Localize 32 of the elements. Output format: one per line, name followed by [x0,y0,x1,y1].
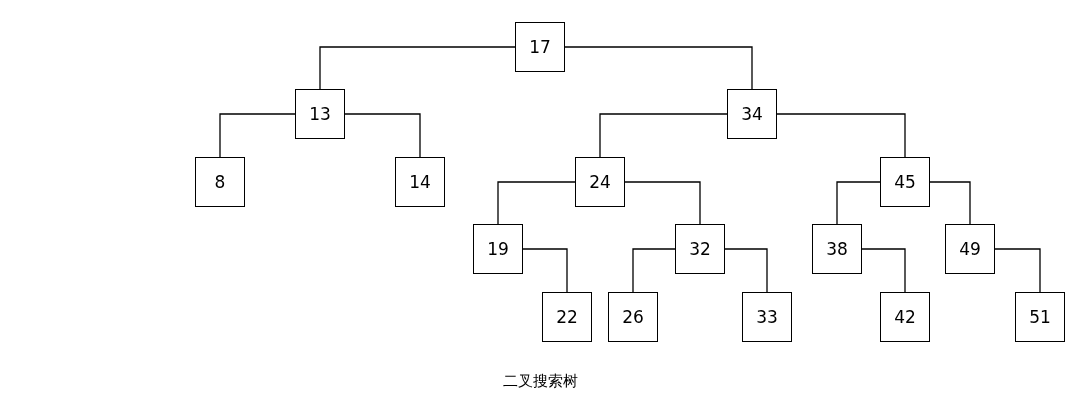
tree-node: 45 [880,157,930,207]
tree-node: 32 [675,224,725,274]
connector-line [319,46,516,90]
tree-node: 8 [195,157,245,207]
connector-line [724,248,768,293]
connector-line [219,113,296,158]
tree-node: 42 [880,292,930,342]
connector-line [861,248,906,293]
tree-node: 38 [812,224,862,274]
tree-node: 19 [473,224,523,274]
connector-line [564,46,753,90]
connector-line [836,181,881,225]
tree-node: 13 [295,89,345,139]
connector-line [599,113,728,158]
tree-node: 14 [395,157,445,207]
connector-line [632,248,676,293]
tree-node: 34 [727,89,777,139]
tree-node: 33 [742,292,792,342]
tree-node: 17 [515,22,565,72]
connector-line [994,248,1041,293]
connector-line [497,181,576,225]
connector-line [776,113,906,158]
tree-node: 24 [575,157,625,207]
connector-line [344,113,421,158]
connector-line [624,181,701,225]
tree-node: 22 [542,292,592,342]
caption: 二叉搜索树 [502,372,578,391]
tree-node: 49 [945,224,995,274]
connector-line [522,248,568,293]
connector-line [929,181,971,225]
tree-node: 51 [1015,292,1065,342]
tree-node: 26 [608,292,658,342]
